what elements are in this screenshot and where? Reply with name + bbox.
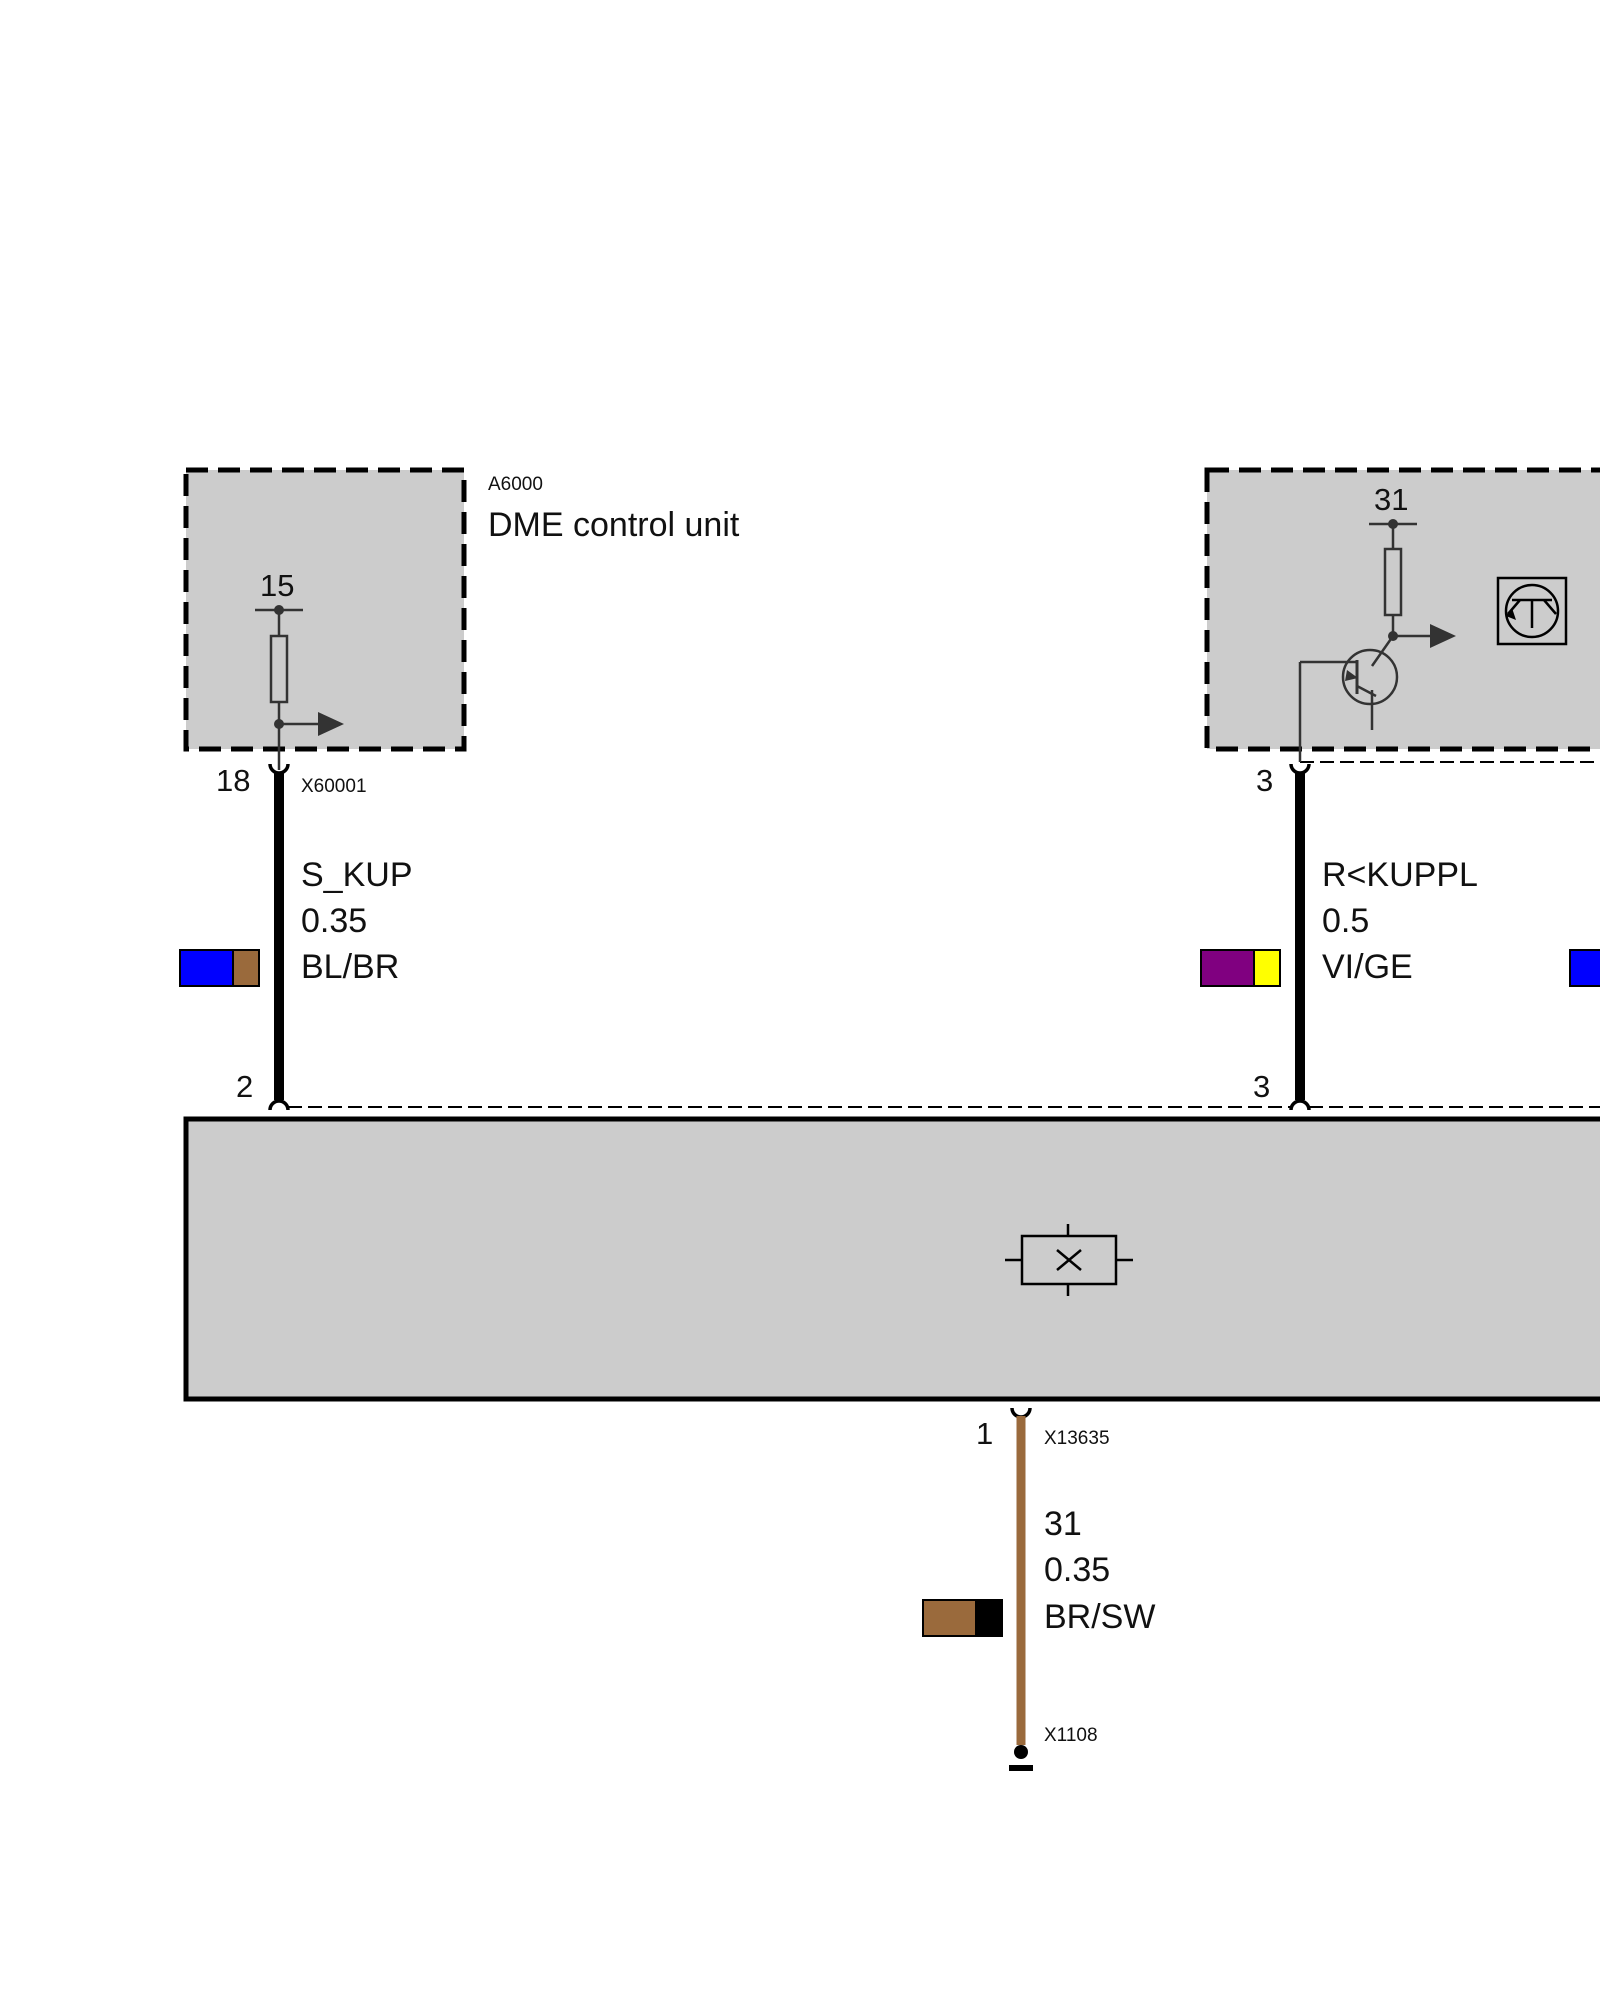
resistor-icon bbox=[255, 605, 303, 770]
resistor-icon bbox=[1369, 519, 1417, 641]
dme-terminal-15-label: 15 bbox=[260, 568, 294, 603]
ground-color-code: BR/SW bbox=[1044, 1598, 1155, 1636]
ground-color-swatch bbox=[922, 1599, 1003, 1637]
arrow-right-icon bbox=[1393, 624, 1456, 648]
wire-2-pin-bottom: 3 bbox=[1253, 1069, 1270, 1104]
wire-1-pin-bottom: 2 bbox=[236, 1069, 253, 1104]
fuse-box bbox=[183, 1106, 1600, 1402]
ground-connector: X13635 bbox=[1044, 1428, 1110, 1449]
wire-r-kuppl bbox=[1289, 763, 1311, 1111]
wire-1-color-swatch bbox=[179, 949, 260, 987]
ground-icon bbox=[1009, 1745, 1033, 1771]
wire-1-connector: X60001 bbox=[301, 776, 367, 797]
transistor-icon bbox=[1298, 635, 1399, 762]
ground-point-label: X1108 bbox=[1044, 1725, 1098, 1746]
right-terminal-31-label: 31 bbox=[1374, 482, 1408, 517]
wire-1-pin-top: 18 bbox=[216, 763, 250, 798]
wire-2-signal: R<KUPPL bbox=[1322, 856, 1478, 894]
wire-s-kup bbox=[268, 763, 290, 1111]
fuse-icon bbox=[1005, 1224, 1133, 1296]
wire-1-signal: S_KUP bbox=[301, 856, 413, 894]
wire-1-size: 0.35 bbox=[301, 902, 367, 940]
wire-2-color-swatch bbox=[1200, 949, 1281, 987]
wire-3-color-swatch-partial bbox=[1569, 949, 1600, 987]
dme-name-label: DME control unit bbox=[488, 506, 740, 544]
wire-2-color-code: VI/GE bbox=[1322, 948, 1413, 986]
dme-control-unit-left-box bbox=[183, 467, 467, 752]
transistor-icon bbox=[1496, 576, 1568, 646]
wire-1-color-code: BL/BR bbox=[301, 948, 399, 986]
wire-2-pin-top: 3 bbox=[1256, 763, 1273, 798]
ground-pin: 1 bbox=[976, 1416, 993, 1451]
wire-ground-31 bbox=[1010, 1407, 1032, 1745]
ground-signal: 31 bbox=[1044, 1505, 1082, 1543]
arrow-right-icon bbox=[279, 712, 344, 736]
dme-id-label: A6000 bbox=[488, 474, 543, 495]
dme-control-unit-right-box bbox=[1204, 467, 1600, 763]
ground-size: 0.35 bbox=[1044, 1551, 1110, 1589]
wire-2-size: 0.5 bbox=[1322, 902, 1369, 940]
